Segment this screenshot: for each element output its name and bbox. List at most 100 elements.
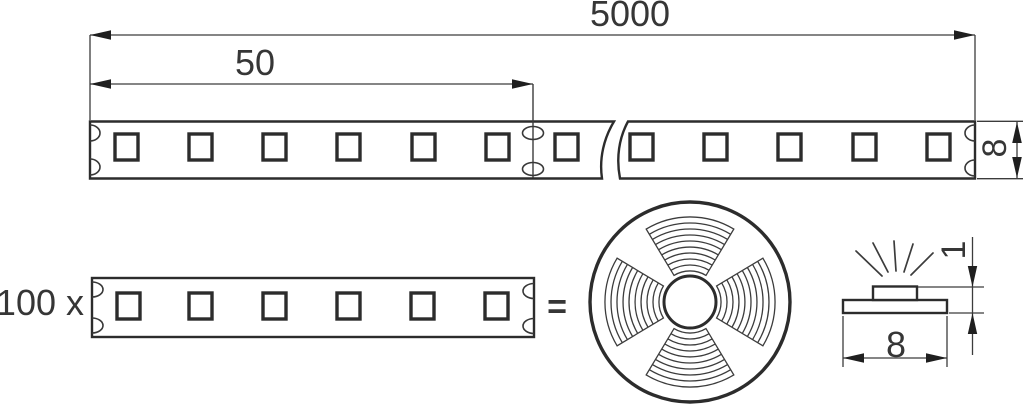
winding-sector xyxy=(604,257,665,347)
led-chip xyxy=(484,132,511,162)
winding-arc xyxy=(634,273,644,331)
light-ray xyxy=(910,252,934,276)
winding-arc xyxy=(741,270,752,334)
light-rays xyxy=(855,240,934,277)
solder-pad xyxy=(522,317,535,335)
reel-windings xyxy=(604,216,776,388)
arrowhead-up xyxy=(967,313,978,334)
dimension-total-length: 5000 xyxy=(89,0,976,120)
solder-pad xyxy=(522,282,535,300)
segment-leds xyxy=(115,291,510,321)
solder-pad xyxy=(521,161,545,177)
top-strip-leds xyxy=(113,132,952,162)
winding-arc xyxy=(752,264,764,340)
winding-arc xyxy=(646,279,654,325)
led-chip-profile xyxy=(871,285,919,302)
strip-cross-section: 1 8 xyxy=(841,237,984,367)
light-ray xyxy=(893,240,897,272)
led-chip xyxy=(483,291,510,321)
winding-arc xyxy=(664,252,716,261)
top-led-strip xyxy=(88,84,977,180)
arrowhead-left xyxy=(843,353,864,363)
winding-arc xyxy=(616,264,628,340)
light-ray xyxy=(872,242,889,273)
profile-width-label: 8 xyxy=(886,324,906,365)
arrowhead-up xyxy=(1012,122,1022,143)
winding-arc xyxy=(622,267,634,337)
winding-arc xyxy=(652,282,659,322)
led-chip xyxy=(776,132,803,162)
winding-arc xyxy=(628,270,639,334)
winding-sector-outline xyxy=(645,327,735,388)
winding-arc xyxy=(721,282,728,322)
dimension-strip-width: 8 xyxy=(976,120,1023,180)
winding-arc xyxy=(655,358,725,370)
led-chip xyxy=(925,132,952,162)
winding-sector xyxy=(715,257,776,347)
arrowhead-right xyxy=(926,353,947,363)
led-chip xyxy=(702,132,729,162)
led-chip xyxy=(553,132,580,162)
winding-arc xyxy=(652,364,728,376)
led-chip xyxy=(409,291,436,321)
arrowhead-down xyxy=(967,266,978,287)
winding-arc xyxy=(664,343,716,352)
winding-arc xyxy=(667,258,713,266)
segment-body xyxy=(90,276,536,339)
light-ray xyxy=(855,250,883,277)
solder-pad xyxy=(89,124,101,142)
winding-arc xyxy=(652,228,728,240)
light-ray xyxy=(903,243,914,273)
equals-sign: = xyxy=(547,288,567,326)
led-chip xyxy=(187,132,214,162)
arrowhead-down xyxy=(1012,157,1022,178)
arrowhead-right xyxy=(954,30,975,40)
pcb-base xyxy=(841,298,949,315)
winding-arc xyxy=(670,333,710,340)
winding-arc xyxy=(667,338,713,346)
led-chip xyxy=(851,132,878,162)
winding-sector-outline xyxy=(604,257,665,347)
winding-arc xyxy=(757,260,770,344)
solder-pad xyxy=(521,125,545,141)
multiplier-label: 100 x xyxy=(0,282,84,323)
led-chip xyxy=(261,132,288,162)
dimension-cut-length: 50 xyxy=(90,42,533,89)
arrowhead-left xyxy=(90,30,111,40)
winding-arc xyxy=(670,264,710,271)
dimension-profile-width: 8 xyxy=(842,316,948,367)
led-chip xyxy=(115,291,142,321)
winding-arc xyxy=(661,246,719,256)
total-length-label: 5000 xyxy=(590,0,670,34)
winding-arc xyxy=(661,348,719,358)
winding-arc xyxy=(658,353,722,364)
winding-arc xyxy=(610,260,623,344)
solder-pad xyxy=(964,159,976,177)
winding-arc xyxy=(658,240,722,251)
profile-height-label: 1 xyxy=(935,241,973,260)
reel-hub xyxy=(662,274,718,330)
led-chip xyxy=(335,132,362,162)
winding-sector xyxy=(645,216,735,277)
winding-arc xyxy=(648,369,732,382)
strip-reel xyxy=(588,200,792,404)
cut-length-label: 50 xyxy=(235,42,275,83)
winding-arc xyxy=(655,234,725,246)
solder-pad xyxy=(91,317,104,334)
winding-arc xyxy=(731,276,740,328)
winding-arc xyxy=(648,222,732,235)
led-chip xyxy=(187,291,214,321)
arrowhead-right xyxy=(512,79,533,89)
solder-pad xyxy=(964,124,976,142)
led-chip xyxy=(628,132,655,162)
led-chip xyxy=(113,132,140,162)
winding-arc xyxy=(746,267,758,337)
winding-sector-outline xyxy=(715,257,776,347)
arrowhead-left xyxy=(90,79,111,89)
winding-sector xyxy=(645,327,735,388)
winding-arc xyxy=(736,273,746,331)
led-chip xyxy=(261,291,288,321)
led-chip xyxy=(410,132,437,162)
solder-pad xyxy=(91,281,104,298)
